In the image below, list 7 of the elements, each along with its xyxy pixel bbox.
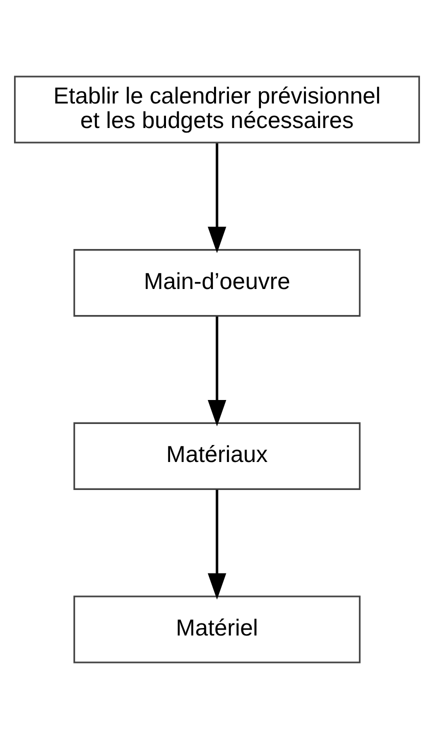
node-box: Etablir le calendrier prévisionnel et les budgets nécessaires: [14, 75, 420, 143]
node-box: Matériel: [73, 595, 361, 663]
node-box: Main-d’oeuvre: [73, 248, 361, 316]
arrow: [208, 142, 226, 253]
node-box: Matériaux: [73, 422, 361, 490]
arrow: [208, 489, 226, 600]
arrow: [208, 316, 226, 426]
